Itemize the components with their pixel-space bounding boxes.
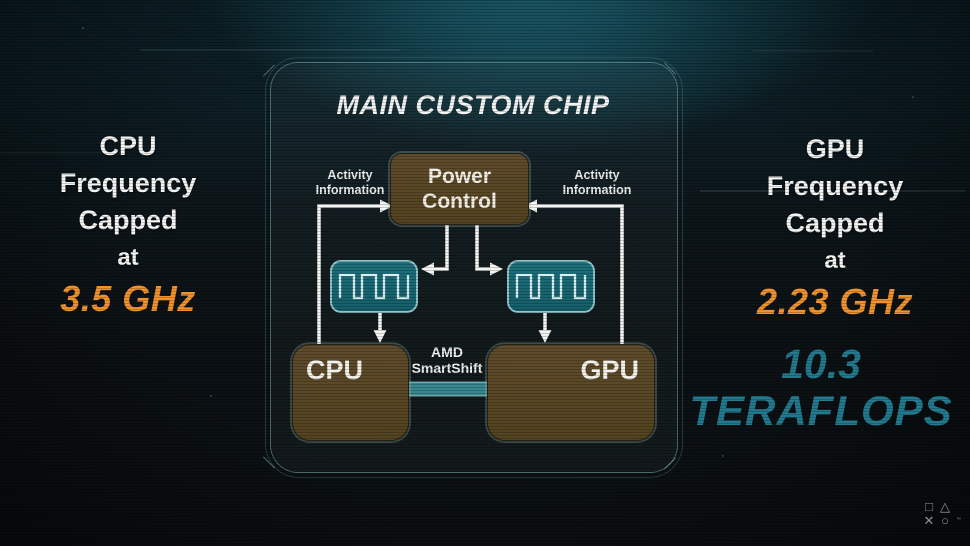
gpu-box: GPU	[487, 344, 655, 441]
cpu-frequency-value: 3.5 GHz	[60, 278, 196, 319]
gpu-frequency-callout: GPU Frequency Capped at 2.23 GHz	[713, 131, 957, 324]
clock-signal-icon	[515, 273, 587, 300]
power-control-label-line1: Power	[427, 165, 492, 188]
cpu-callout-line3: Capped	[78, 205, 178, 235]
noise-dot	[912, 96, 914, 98]
cpu-box-label: CPU	[306, 355, 364, 385]
chip-title: MAIN CUSTOM CHIP	[336, 90, 610, 120]
cpu-callout-line1: CPU	[99, 131, 157, 161]
activity-information-label-left: Activity Information	[315, 168, 385, 197]
teraflops-value: 10.3	[781, 341, 861, 387]
teraflops-unit: TERAFLOPS	[689, 387, 953, 434]
teraflops-callout: 10.3 TERAFLOPS	[672, 341, 970, 435]
ps-square-icon: □	[925, 499, 933, 514]
smartshift-label: AMD SmartShift	[411, 344, 483, 376]
cpu-frequency-callout: CPU Frequency Capped at 3.5 GHz	[18, 128, 238, 321]
gpu-callout-line1: GPU	[805, 134, 865, 164]
glitch-streak	[140, 49, 400, 51]
tm-mark: ™	[956, 517, 961, 523]
ps-cross-icon: ✕	[923, 513, 935, 528]
noise-dot	[82, 27, 84, 29]
gpu-frequency-value: 2.23 GHz	[756, 281, 914, 322]
cpu-clock-box	[330, 260, 418, 313]
power-control-label-line2: Control	[422, 190, 497, 213]
noise-dot	[722, 455, 724, 457]
activity-information-label-right: Activity Information	[562, 168, 632, 197]
clock-signal-icon	[338, 273, 410, 300]
gpu-callout-line4: at	[824, 247, 846, 274]
noise-dot	[210, 395, 212, 397]
gpu-callout-line2: Frequency	[766, 171, 904, 201]
gpu-callout-line3: Capped	[785, 208, 885, 238]
playstation-shapes-logo: □ △ ✕ ○ ™	[921, 499, 961, 528]
ps-triangle-icon: △	[940, 499, 950, 514]
gpu-clock-box	[507, 260, 595, 313]
gpu-box-label: GPU	[580, 355, 639, 385]
cpu-callout-line4: at	[117, 244, 139, 271]
glitch-streak	[753, 50, 873, 52]
ps-circle-icon: ○	[941, 513, 949, 528]
cpu-callout-line2: Frequency	[59, 168, 197, 198]
